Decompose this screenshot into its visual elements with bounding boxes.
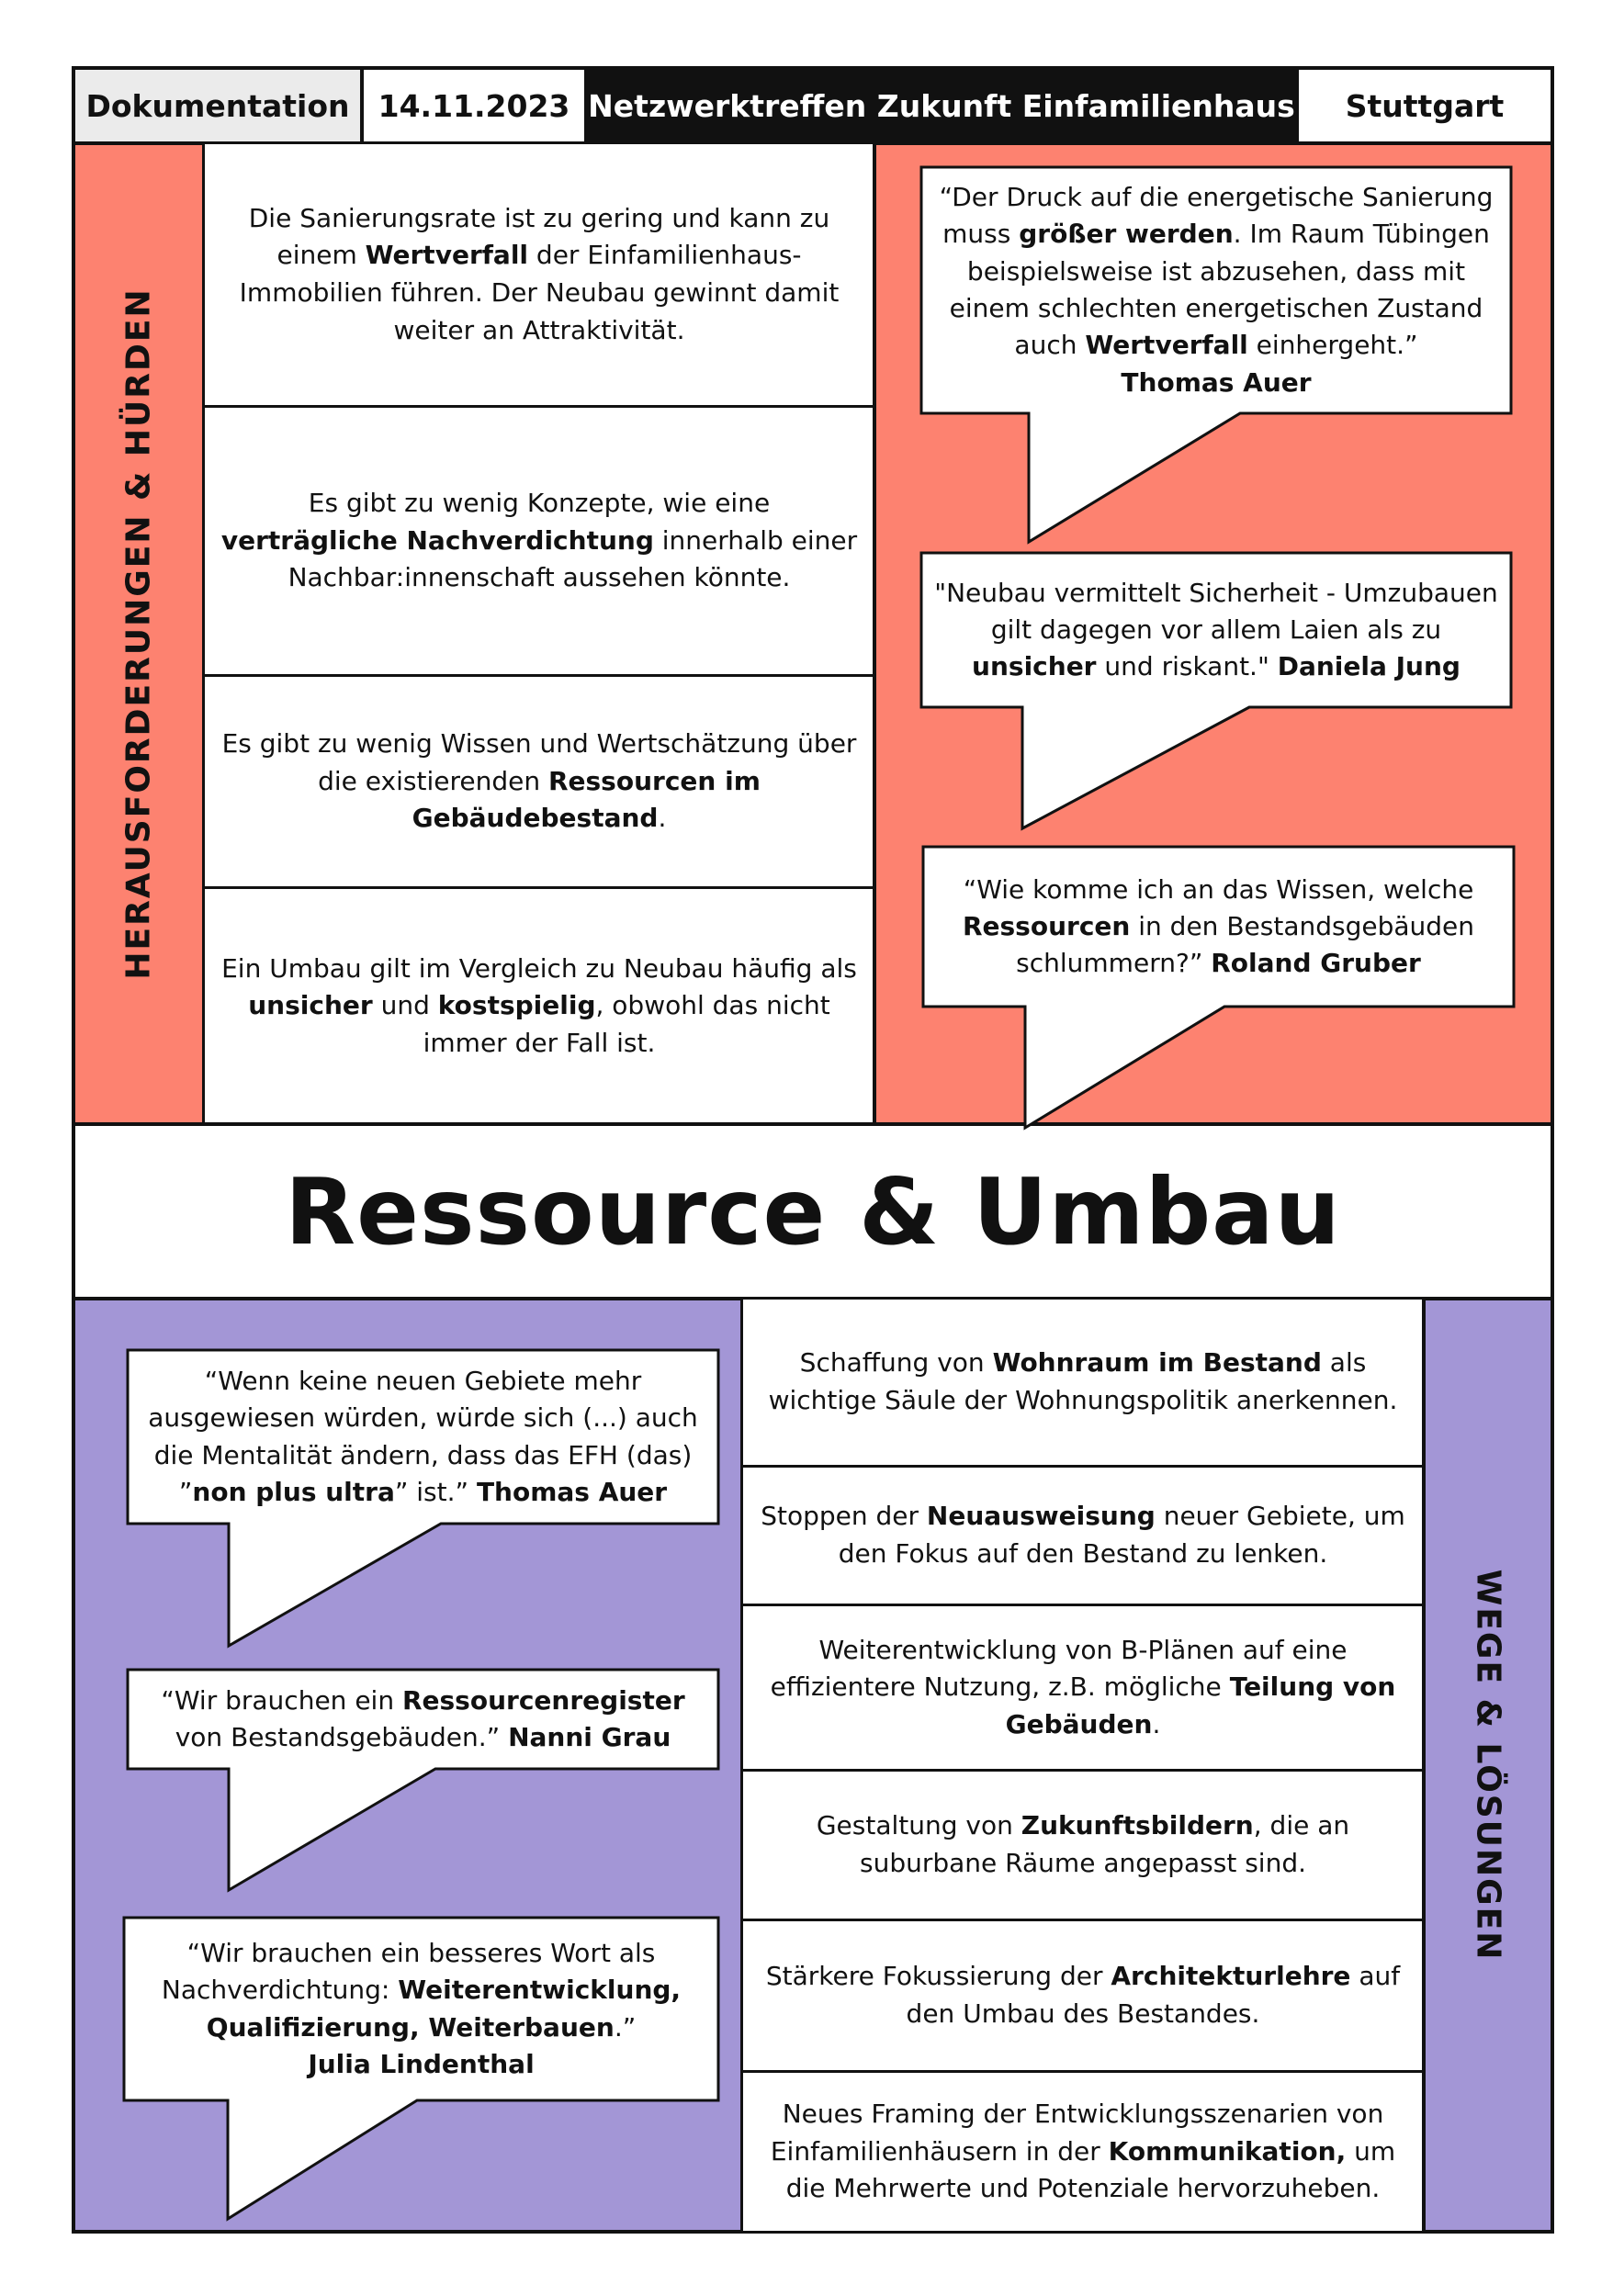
quote-daniela-jung-top: "Neubau vermittelt Sicherheit - Umzubaue… <box>921 553 1511 707</box>
header-city: Stuttgart <box>1295 66 1554 145</box>
solution-item-1: Schaffung von Wohnraum im Bestand als wi… <box>740 1297 1426 1468</box>
solution-item-6: Neues Framing der Entwicklungsszenarien … <box>740 2070 1426 2234</box>
challenge-item-3: Es gibt zu wenig Wissen und Wertschätzun… <box>202 674 876 889</box>
challenge-item-2: Es gibt zu wenig Konzepte, wie eine vert… <box>202 405 876 677</box>
solution-item-4: Gestaltung von Zukunftsbildern, die an s… <box>740 1769 1426 1921</box>
quote-thomas-auer-1-top: “Der Druck auf die energetische Sanierun… <box>921 167 1511 413</box>
quote-author: Julia Lindenthal <box>308 2048 535 2079</box>
quote-text: “Wir brauchen ein besseres Wort als Nach… <box>161 1937 682 2043</box>
challenge-item-4: Ein Umbau gilt im Vergleich zu Neubau hä… <box>202 886 876 1126</box>
solution-item-5: Stärkere Fokussierung der Architekturleh… <box>740 1919 1426 2073</box>
quote-author: Thomas Auer <box>1121 366 1312 398</box>
quote-text: “Wie komme ich an das Wissen, welche Res… <box>962 873 1475 979</box>
quote-roland-gruber-top: “Wie komme ich an das Wissen, welche Res… <box>923 847 1514 1007</box>
quote-nanni-grau-top: “Wir brauchen ein Ressourcenregister von… <box>128 1670 718 1769</box>
header-event: Netzwerktreffen Zukunft Einfamilienhaus <box>584 66 1299 145</box>
challenges-label-strip <box>72 141 206 1126</box>
quote-text: “Der Druck auf die energetische Sanierun… <box>939 182 1494 361</box>
solution-item-2: Stoppen der Neuausweisung neuer Gebiete,… <box>740 1465 1426 1606</box>
quote-text: “Wenn keine neuen Gebiete mehr ausgewies… <box>148 1365 698 1507</box>
solutions-label: WEGE & LÖSUNGEN <box>1469 1569 1507 1962</box>
page-title: Ressource & Umbau <box>72 1122 1554 1300</box>
solution-item-3: Weiterentwicklung von B-Plänen auf eine … <box>740 1604 1426 1772</box>
quote-julia-lindenthal-top: “Wir brauchen ein besseres Wort als Nach… <box>124 1918 718 2100</box>
solutions-label-strip <box>1422 1297 1554 2234</box>
quote-text: "Neubau vermittelt Sicherheit - Umzubaue… <box>934 577 1498 682</box>
quote-thomas-auer-2-top: “Wenn keine neuen Gebiete mehr ausgewies… <box>128 1350 718 1524</box>
quote-text: “Wir brauchen ein Ressourcenregister von… <box>161 1684 685 1752</box>
